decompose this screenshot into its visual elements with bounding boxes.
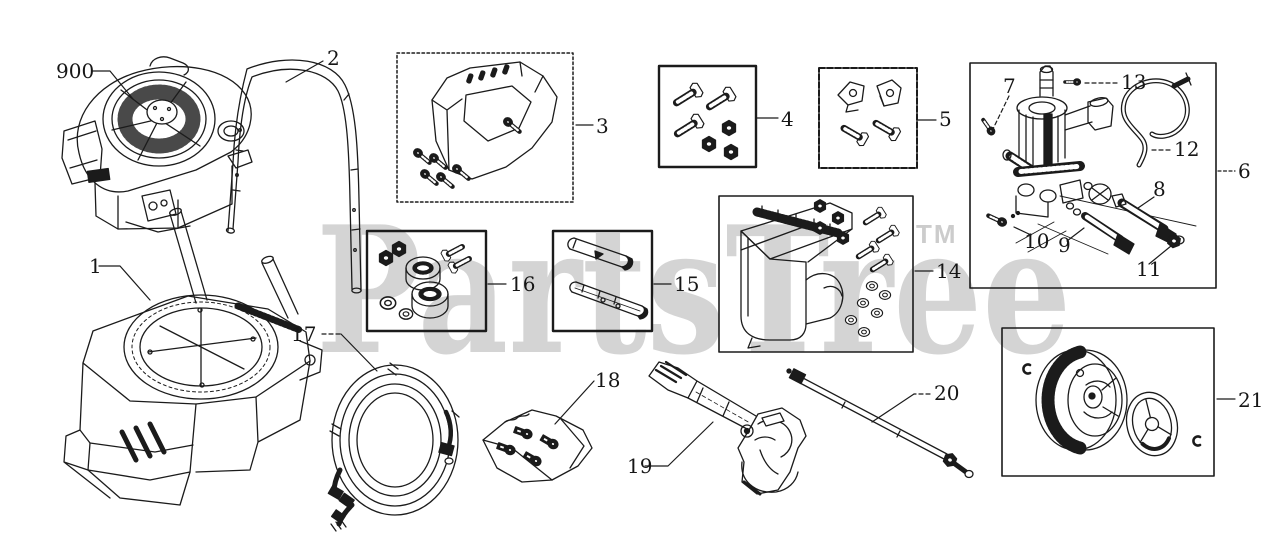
frame-art xyxy=(63,207,323,506)
wand-art xyxy=(786,368,974,479)
kit-box-15 xyxy=(551,229,654,333)
callout-2: 2 xyxy=(327,46,340,70)
callout-14: 14 xyxy=(936,259,961,283)
leader-19 xyxy=(644,421,714,467)
hose-art xyxy=(327,362,460,532)
kit-box-14 xyxy=(718,195,914,353)
callout-15: 15 xyxy=(674,272,699,296)
watermark-text: PartsTree xyxy=(316,189,1071,394)
callout-13: 13 xyxy=(1121,70,1146,94)
watermark-tm: TM xyxy=(916,219,958,249)
bolt-kit-art xyxy=(672,81,737,161)
belt-guard-art xyxy=(412,61,558,190)
callout-9: 9 xyxy=(1058,233,1071,257)
kit-box-6 xyxy=(969,62,1217,289)
kit-box-16 xyxy=(365,229,488,333)
kit-boxes xyxy=(365,52,1217,477)
bearing-kit-art xyxy=(378,241,472,320)
callout-6: 6 xyxy=(1238,159,1251,183)
leader-7 xyxy=(991,95,1010,132)
leader-2 xyxy=(285,60,324,83)
nozzle-bag-art xyxy=(482,409,593,483)
pump-art xyxy=(980,65,1197,255)
callout-19: 19 xyxy=(627,454,652,478)
callout-4: 4 xyxy=(781,107,794,131)
callout-20: 20 xyxy=(934,381,959,405)
partstree-watermark: PartsTree TM xyxy=(316,189,1071,394)
grip-kit-art xyxy=(567,237,649,320)
callout-17: 17 xyxy=(291,322,316,346)
callout-11: 11 xyxy=(1136,257,1161,281)
leader-10 xyxy=(1013,226,1032,236)
leader-lines xyxy=(91,60,1236,467)
leader-8 xyxy=(1137,196,1155,209)
callout-1: 1 xyxy=(89,254,102,278)
leader-9 xyxy=(1066,227,1085,242)
callout-3: 3 xyxy=(596,114,609,138)
callout-10: 10 xyxy=(1024,229,1049,253)
callout-16: 16 xyxy=(510,272,535,296)
engine-art xyxy=(61,56,253,233)
kit-box-21 xyxy=(1001,327,1215,477)
kit-box-5 xyxy=(818,67,918,169)
callout-labels: 900 1 2 3 4 5 6 7 8 9 10 11 12 13 14 15 … xyxy=(56,46,1263,478)
leader-900 xyxy=(91,70,134,100)
spray-gun-art xyxy=(648,360,807,496)
leader-11 xyxy=(1148,245,1172,265)
callout-12: 12 xyxy=(1174,137,1199,161)
callout-8: 8 xyxy=(1153,177,1166,201)
leader-18 xyxy=(554,380,595,425)
callout-5: 5 xyxy=(939,107,952,131)
callout-21: 21 xyxy=(1238,388,1263,412)
leader-1 xyxy=(98,265,151,301)
clamp-kit-art xyxy=(838,79,902,147)
leader-20b xyxy=(871,393,915,423)
callout-18: 18 xyxy=(595,368,620,392)
callout-900: 900 xyxy=(56,59,94,83)
wheel-kit-art xyxy=(1022,345,1202,457)
muffler-art xyxy=(740,199,900,349)
leader-17b xyxy=(340,333,378,372)
kit-box-4 xyxy=(657,64,758,169)
handle-art xyxy=(225,59,362,294)
callout-7: 7 xyxy=(1003,74,1016,98)
kit-box-3 xyxy=(396,52,574,203)
